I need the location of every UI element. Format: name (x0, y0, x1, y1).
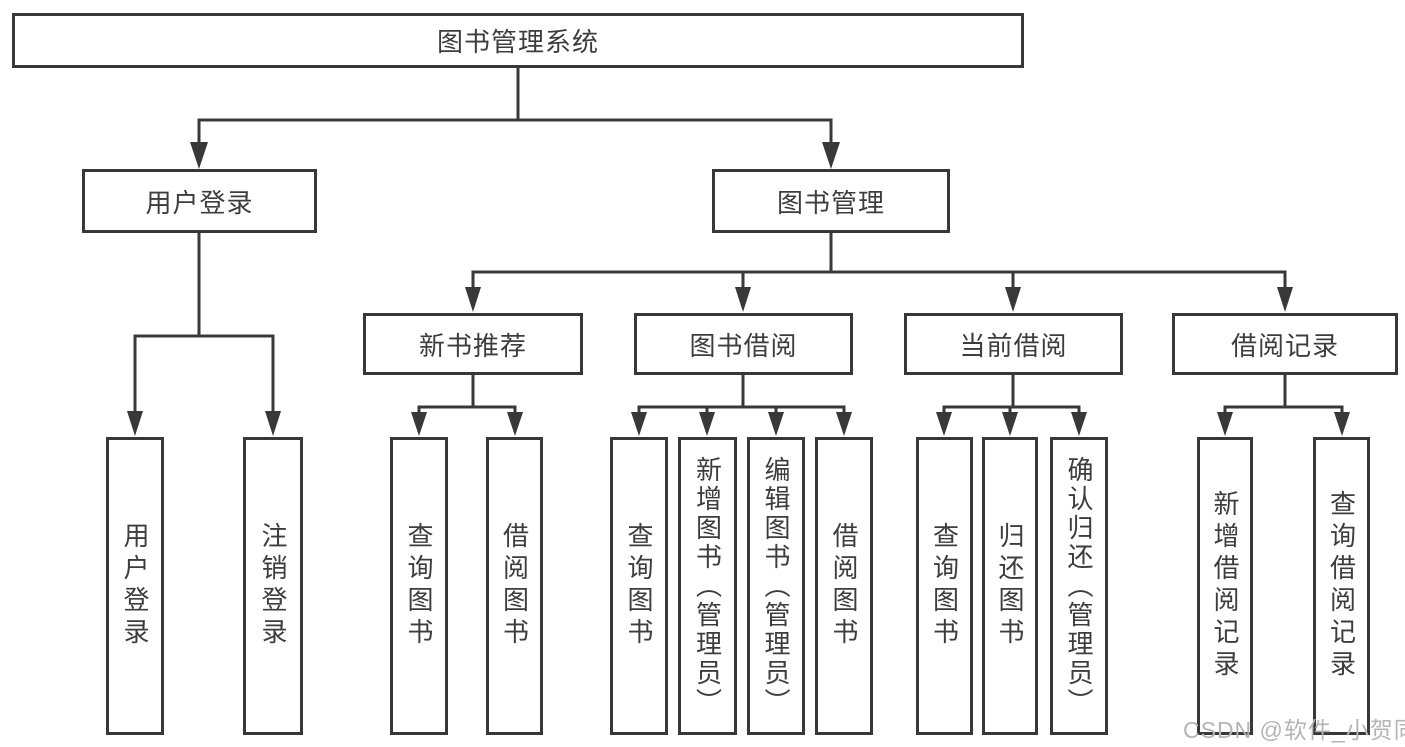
leaf-add-borrow-record: 新增借阅记录 (1197, 437, 1253, 735)
node-book-management-label: 图书管理 (776, 187, 885, 218)
leaf-return-book: 归还图书 (982, 437, 1038, 735)
node-user-login-label: 用户登录 (145, 187, 254, 218)
node-current-borrowing-label: 当前借阅 (959, 330, 1068, 361)
leaf-query-book-current: 查询图书 (916, 437, 973, 735)
node-root: 图书管理系统 (12, 13, 1024, 68)
node-borrowing-records-label: 借阅记录 (1230, 330, 1339, 361)
node-new-book-recommend-label: 新书推荐 (418, 330, 527, 361)
leaf-logout: 注销登录 (243, 437, 303, 735)
leaf-add-book-admin: 新增图书（管理员） (678, 437, 737, 735)
leaf-user-login: 用户登录 (106, 437, 164, 735)
node-book-management: 图书管理 (712, 169, 950, 233)
node-current-borrowing: 当前借阅 (904, 313, 1123, 375)
leaf-borrow-book-borrowing: 借阅图书 (815, 437, 873, 735)
node-root-label: 图书管理系统 (436, 27, 599, 57)
node-user-login: 用户登录 (82, 169, 317, 233)
leaf-query-book-borrowing: 查询图书 (610, 437, 668, 735)
node-borrowing-records: 借阅记录 (1172, 313, 1398, 375)
node-book-borrowing: 图书借阅 (634, 313, 853, 375)
leaf-borrow-book-recommend: 借阅图书 (486, 437, 543, 735)
leaf-edit-book-admin: 编辑图书（管理员） (747, 437, 805, 735)
leaf-query-borrow-record: 查询借阅记录 (1313, 437, 1370, 735)
csdn-watermark: CSDN @软件_小贺同学 (1183, 717, 1405, 743)
node-new-book-recommend: 新书推荐 (363, 313, 583, 375)
node-book-borrowing-label: 图书借阅 (689, 330, 798, 361)
leaf-query-book-recommend: 查询图书 (390, 437, 448, 735)
leaf-confirm-return-admin: 确认归还（管理员） (1050, 437, 1108, 735)
